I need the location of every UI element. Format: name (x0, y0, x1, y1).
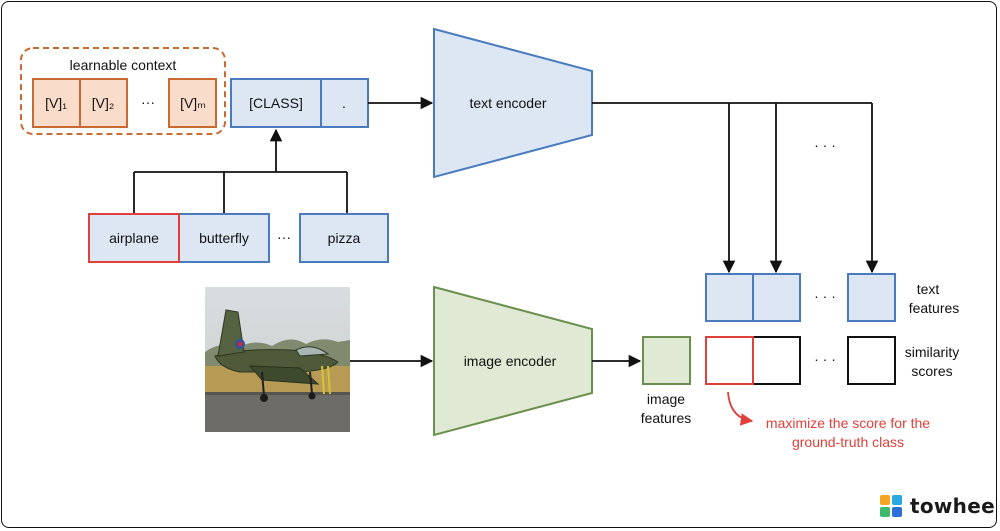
text-encoder-label: text encoder (469, 95, 546, 111)
context-token-v2 (79, 78, 128, 128)
image-feature (642, 336, 691, 385)
prompt-tokens: [CLASS] . (230, 78, 369, 128)
text-features: · · · text features (705, 273, 960, 322)
similarity-label-line2: scores (911, 363, 952, 379)
image-encoder (433, 285, 593, 437)
text-feature-1 (705, 273, 754, 322)
annotation-line1: maximize the score for the (766, 415, 930, 431)
text-feature-connectors (592, 102, 879, 274)
period-token (320, 78, 369, 128)
similarity-ellipsis: · · · (814, 351, 836, 367)
text-features-ellipsis: · · · (814, 288, 836, 304)
similarity-score-2 (752, 336, 801, 385)
context-ellipsis: ··· (141, 94, 155, 110)
context-token-v1-label: [V]₁ (45, 95, 67, 111)
annotation-line2: ground-truth class (792, 434, 904, 450)
towhee-brand-name: towhee (910, 494, 995, 518)
similarity-label-line1: similarity (905, 344, 959, 360)
towhee-brand: towhee (880, 494, 995, 518)
text-feature-n (847, 273, 896, 322)
similarity-score-1 (705, 336, 754, 385)
learnable-context-title: learnable context (70, 57, 177, 73)
towhee-logo-icon (880, 495, 902, 517)
learnable-context-group: learnable context [V]₁ [V]₂ ··· [V]ₘ (20, 47, 226, 135)
context-token-v1 (32, 78, 81, 128)
class-pizza-label: pizza (328, 230, 361, 246)
class-ellipsis: ··· (277, 229, 291, 245)
context-token-vm-label: [V]ₘ (180, 95, 206, 111)
period-token-label: . (342, 95, 346, 111)
class-token (230, 78, 322, 128)
context-token-vm (168, 78, 217, 128)
text-encoder (433, 27, 593, 179)
context-token-v2-label: [V]₂ (92, 95, 115, 111)
airplane-image (205, 287, 350, 432)
learnable-context-border (20, 47, 226, 135)
class-token-label: [CLASS] (249, 95, 303, 111)
maximize-annotation-arrow (727, 391, 754, 426)
text-features-label-line2: features (909, 300, 960, 316)
text-feature-2 (752, 273, 801, 322)
class-butterfly (178, 213, 270, 263)
image-features-label-line2: features (641, 410, 692, 426)
text-connector-ellipsis: · · · (814, 137, 836, 153)
class-butterfly-label: butterfly (199, 230, 249, 246)
class-pizza (299, 213, 389, 263)
similarity-scores: · · · similarity scores (705, 336, 959, 385)
class-airplane-label: airplane (109, 230, 159, 246)
image-encoder-label: image encoder (464, 353, 557, 369)
class-candidates: airplane butterfly ··· pizza (88, 213, 389, 263)
image-features-label-line1: image (647, 391, 685, 407)
text-features-label-line1: text (917, 281, 940, 297)
class-selector-tree (133, 128, 348, 214)
similarity-score-n (847, 336, 896, 385)
